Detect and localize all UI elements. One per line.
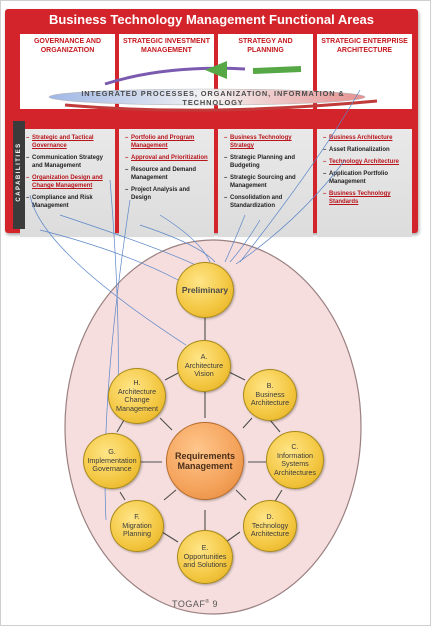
capability-item: Resource and Demand Management bbox=[125, 166, 211, 182]
purple-swoosh bbox=[104, 66, 246, 86]
phase-c-node: C. Information Systems Architectures bbox=[266, 431, 324, 489]
phase-name: Opportunities and Solutions bbox=[183, 551, 227, 570]
capability-item: Approval and Prioritization bbox=[125, 154, 211, 162]
center-label: Requirements Management bbox=[174, 451, 236, 471]
connector-line bbox=[235, 159, 346, 265]
preliminary-node: Preliminary bbox=[176, 262, 234, 318]
phase-name: Implementation Governance bbox=[87, 455, 137, 474]
capability-item: Organization Design and Change Managemen… bbox=[26, 174, 112, 190]
arrow-f-center bbox=[163, 489, 177, 501]
integration-band bbox=[48, 88, 366, 106]
capability-item: Application Portfolio Management bbox=[323, 170, 409, 186]
connector-line bbox=[109, 179, 119, 396]
phase-name: Migration Planning bbox=[122, 520, 152, 539]
arrow-e-f bbox=[161, 531, 179, 543]
capability-item: Strategic Planning and Budgeting bbox=[224, 154, 310, 170]
togaf-caption: TOGAF® 9 bbox=[172, 599, 218, 609]
phase-e-node: E. Opportunities and Solutions bbox=[177, 530, 233, 584]
arrow-g-h bbox=[116, 419, 125, 433]
capability-box: Business Architecture Asset Rationalizat… bbox=[317, 129, 412, 237]
arrow-f-g bbox=[119, 491, 126, 501]
preliminary-label: Preliminary bbox=[181, 284, 229, 295]
capability-list: Strategic and Tactical Governance Commun… bbox=[26, 134, 112, 214]
band-arrows bbox=[64, 61, 378, 112]
connector-line bbox=[29, 194, 187, 346]
capability-item: Technology Architecture bbox=[323, 158, 409, 166]
capability-item: Business Technology Strategy bbox=[224, 134, 310, 150]
functional-areas-panel: Business Technology Management Functiona… bbox=[5, 9, 418, 237]
phase-name: Information Systems Architectures bbox=[274, 450, 316, 477]
capability-item: Business Architecture bbox=[323, 134, 409, 142]
capability-item: Consolidation and Standardization bbox=[224, 194, 310, 210]
capability-list: Business Architecture Asset Rationalizat… bbox=[323, 134, 409, 210]
column-heading: STRATEGIC ENTERPRISE ARCHITECTURE bbox=[321, 38, 408, 54]
connector-line bbox=[159, 214, 211, 263]
arrow-h-center bbox=[159, 417, 173, 431]
column-heading: STRATEGIC INVESTMENT MANAGEMENT bbox=[123, 38, 210, 54]
capability-list: Portfolio and Program Management Approva… bbox=[125, 134, 211, 206]
column-governance: GOVERNANCE AND ORGANIZATION Strategic an… bbox=[20, 34, 115, 237]
togaf-brand: TOGAF bbox=[172, 599, 206, 609]
arrow-d-e bbox=[225, 531, 241, 543]
connector-line bbox=[39, 229, 179, 281]
column-heading: GOVERNANCE AND ORGANIZATION bbox=[33, 38, 102, 54]
capability-item: Asset Rationalization bbox=[323, 146, 409, 154]
connector-line bbox=[229, 219, 261, 263]
capability-item: Communication Strategy and Management bbox=[26, 154, 112, 170]
requirements-management-node: Requirements Management bbox=[166, 422, 244, 500]
connector-line bbox=[139, 224, 216, 263]
connector-line bbox=[59, 214, 206, 271]
capability-item: Project Analysis and Design bbox=[125, 186, 211, 202]
capability-item: Business Technology Standards bbox=[323, 190, 409, 206]
capabilities-strip bbox=[13, 121, 25, 229]
phase-letter: A. bbox=[200, 352, 208, 362]
phase-letter: H. bbox=[133, 378, 141, 387]
phase-d-node: D. Technology Architecture bbox=[243, 500, 297, 552]
phase-letter: E. bbox=[201, 543, 209, 553]
phase-name: Technology Architecture bbox=[250, 520, 290, 539]
phase-h-node: H. Architecture Change Management bbox=[108, 368, 166, 424]
green-arrow-head bbox=[205, 61, 227, 79]
phase-g-node: G. Implementation Governance bbox=[83, 433, 141, 489]
phase-letter: B. bbox=[266, 381, 274, 391]
capability-item: Strategic Sourcing and Management bbox=[224, 174, 310, 190]
phase-letter: F. bbox=[134, 512, 140, 522]
red-swoosh bbox=[64, 99, 378, 112]
phase-name: Architecture Vision bbox=[184, 360, 224, 379]
capability-item: Compliance and Risk Management bbox=[26, 194, 112, 210]
capability-box: Strategic and Tactical Governance Commun… bbox=[20, 129, 115, 237]
phase-b-node: B. Business Architecture bbox=[243, 369, 297, 421]
registered-mark: ® bbox=[205, 599, 210, 605]
phase-letter: D. bbox=[266, 512, 274, 522]
capability-item: Portfolio and Program Management bbox=[125, 134, 211, 150]
phase-letter: C. bbox=[291, 442, 299, 451]
arrow-a-b bbox=[228, 371, 246, 381]
panel-title: Business Technology Management Functiona… bbox=[48, 12, 375, 27]
arrow-b-center bbox=[242, 417, 253, 429]
column-heading: STRATEGY AND PLANNING bbox=[238, 38, 293, 54]
phase-name: Architecture Change Management bbox=[116, 386, 158, 413]
phase-f-node: F. Migration Planning bbox=[110, 500, 164, 552]
arrow-b-c bbox=[269, 419, 281, 433]
connector-line bbox=[239, 89, 361, 263]
phase-letter: G. bbox=[108, 447, 116, 457]
capability-list: Business Technology Strategy Strategic P… bbox=[224, 134, 310, 214]
phase-a-node: A. Architecture Vision bbox=[177, 340, 231, 392]
connector-line bbox=[224, 214, 246, 263]
capability-item: Strategic and Tactical Governance bbox=[26, 134, 112, 150]
green-arrow-shaft bbox=[252, 66, 302, 74]
integration-band-label: INTEGRATED PROCESSES, ORGANIZATION, INFO… bbox=[81, 89, 345, 107]
arrow-d-center bbox=[235, 489, 247, 501]
adm-arrows bbox=[116, 318, 283, 543]
phase-name: Business Architecture bbox=[250, 389, 290, 408]
column-enterprise-architecture: STRATEGIC ENTERPRISE ARCHITECTURE Busine… bbox=[317, 34, 412, 237]
togaf-version: 9 bbox=[212, 599, 219, 609]
capability-box: Business Technology Strategy Strategic P… bbox=[218, 129, 313, 237]
